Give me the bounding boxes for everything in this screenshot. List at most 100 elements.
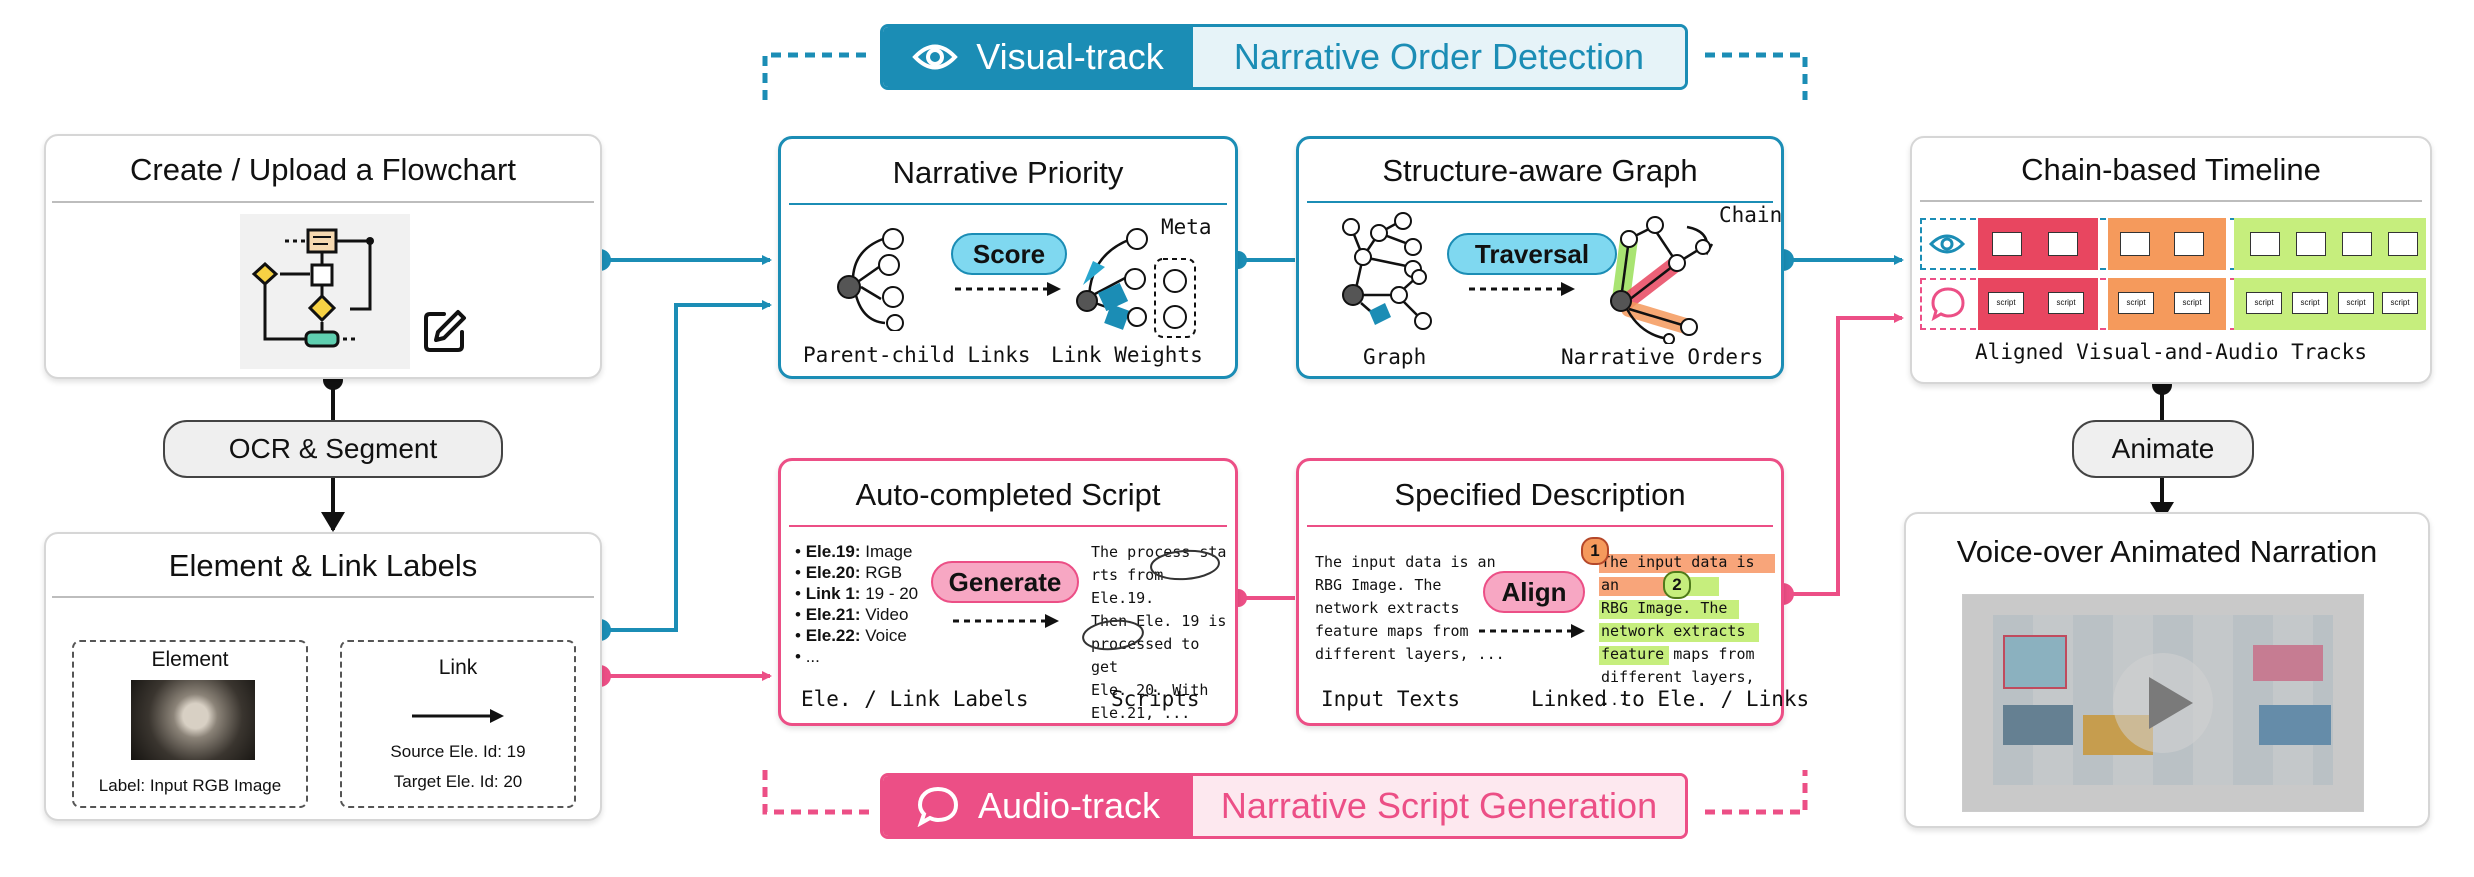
- element-example-box: Element Label: Input RGB Image: [72, 640, 308, 808]
- audio-chip: script: [2338, 292, 2374, 314]
- input-line: feature maps from: [1315, 622, 1469, 640]
- card-divider: [1307, 201, 1773, 203]
- generate-badge: Generate: [931, 561, 1079, 603]
- visual-track-label: Visual-track: [976, 36, 1164, 77]
- visual-track-tag: Visual-track: [883, 27, 1193, 87]
- visual-frame: [2174, 232, 2204, 256]
- ele-link-labels-caption: Ele. / Link Labels: [801, 687, 1029, 711]
- highlight-green: [1599, 600, 1739, 619]
- auto-script-card: Auto-completed Script • Ele.19: Image • …: [778, 458, 1238, 726]
- scripts-caption: Scripts: [1111, 687, 1200, 711]
- linked-caption: Linked to Ele. / Links: [1531, 687, 1810, 711]
- animate-step: Animate: [2072, 420, 2254, 478]
- visual-frame: [2120, 232, 2150, 256]
- highlight-green: [1599, 646, 1669, 665]
- priority-card-title: Narrative Priority: [892, 155, 1124, 190]
- flowchart-illustration: [240, 214, 410, 369]
- label-list: • Ele.19: Image • Ele.20: RGB • Link 1: …: [795, 541, 918, 667]
- input-line: The input data is an: [1315, 553, 1496, 571]
- edit-icon[interactable]: [422, 308, 468, 354]
- input-text: The input data is an RBG Image. The netw…: [1315, 551, 1505, 666]
- eye-icon: [912, 44, 959, 70]
- audio-chip: script: [2246, 292, 2282, 314]
- script-line: rts from Ele.19.: [1091, 566, 1164, 607]
- link-target-id: Target Ele. Id: 20: [393, 772, 523, 791]
- specified-description-card: Specified Description The input data is …: [1296, 458, 1809, 726]
- linked-line: The input data is an: [1601, 553, 1755, 594]
- graph-card-title: Structure-aware Graph: [1382, 153, 1698, 188]
- audio-track-tag: Audio-track: [883, 776, 1193, 836]
- audio-chip: script: [2048, 292, 2084, 314]
- audio-track-banner: Audio-track Narrative Script Generation: [880, 773, 1688, 839]
- chain-label: Chain: [1719, 203, 1783, 227]
- dashed-arrow: [1479, 624, 1585, 638]
- card-divider: [52, 201, 594, 203]
- upload-flowchart-card: Create / Upload a Flowchart: [44, 134, 602, 379]
- visual-frame: [2342, 232, 2372, 256]
- audio-chip: script: [2118, 292, 2154, 314]
- narrative-priority-card: Narrative Priority Score Meta Parent-chi…: [778, 136, 1238, 379]
- marker-1: 1: [1581, 537, 1609, 565]
- labels-card-title: Element & Link Labels: [168, 548, 478, 583]
- visual-frame: [2296, 232, 2326, 256]
- preview-block: [2259, 705, 2331, 745]
- timeline-caption: Aligned Visual-and-Audio Tracks: [1975, 340, 2367, 364]
- audio-chip: script: [2382, 292, 2418, 314]
- voiceover-card-title: Voice-over Animated Narration: [1956, 534, 2378, 569]
- black-flow-lines: [321, 380, 2174, 532]
- label-list-item: • Ele.19: Image: [795, 542, 913, 561]
- highlight-orange: [1599, 554, 1775, 573]
- input-line: different layers, ...: [1315, 645, 1505, 663]
- input-line: RBG Image. The: [1315, 576, 1442, 594]
- timeline-card-title: Chain-based Timeline: [2021, 152, 2321, 187]
- linked-line: network extracts: [1601, 622, 1746, 640]
- script-card-title: Auto-completed Script: [855, 477, 1161, 512]
- pink-flow-lines: [600, 313, 1904, 681]
- label-list-item: • Ele.22: Voice: [795, 626, 907, 645]
- graph-caption: Graph: [1363, 345, 1427, 369]
- graph-illustration: [1342, 212, 1432, 330]
- audio-bracket-dashes: [762, 770, 1808, 815]
- input-line: network extracts: [1315, 599, 1460, 617]
- video-preview[interactable]: [1962, 594, 2364, 812]
- linked-text: The input data is an RBG Image. The netw…: [1601, 551, 1781, 712]
- card-divider: [1920, 200, 2422, 202]
- align-badge: Align: [1483, 571, 1585, 613]
- audio-chip: script: [2292, 292, 2328, 314]
- score-badge: Score: [951, 233, 1067, 275]
- traversal-badge: Traversal: [1447, 233, 1617, 275]
- structure-graph-card: Structure-aware Graph Traversal: [1296, 136, 1784, 379]
- generated-script: The process sta rts from Ele.19. Then El…: [1091, 541, 1231, 725]
- parent-child-caption: Parent-child Links: [803, 343, 1031, 367]
- dashed-arrow: [955, 282, 1061, 296]
- script-line: Then Ele. 19 is: [1091, 612, 1227, 630]
- linked-line: different layers, ...: [1601, 668, 1755, 709]
- speech-bubble-icon: [917, 786, 958, 827]
- preview-block: [2003, 705, 2073, 745]
- dashed-arrow: [1469, 282, 1575, 296]
- voiceover-narration-card: Voice-over Animated Narration: [1904, 512, 2430, 828]
- script-line: Ele.21, ...: [1091, 704, 1191, 722]
- dashed-arrow: [953, 614, 1059, 628]
- play-icon[interactable]: [2111, 651, 2215, 755]
- eye-icon: [1928, 234, 1966, 254]
- label-list-item: • ...: [795, 647, 820, 666]
- script-line: Ele. 20. With: [1091, 681, 1209, 699]
- link-heading: Link: [438, 656, 478, 679]
- card-divider: [789, 203, 1227, 205]
- arrow-right-icon: [412, 709, 504, 723]
- script-line: The process sta: [1091, 543, 1227, 561]
- parent-child-graph: [837, 228, 904, 331]
- upload-card-title: Create / Upload a Flowchart: [130, 152, 516, 187]
- element-caption: Label: Input RGB Image: [98, 776, 282, 795]
- narrative-orders-graph: [1610, 216, 1714, 344]
- link-weights-graph: [1076, 228, 1196, 338]
- card-divider: [789, 525, 1227, 527]
- label-list-item: • Ele.21: Video: [795, 605, 909, 624]
- marker-2: 2: [1663, 571, 1691, 599]
- linked-line: RBG Image. The: [1601, 599, 1728, 617]
- visual-frame: [2048, 232, 2078, 256]
- label-list-item: • Ele.20: RGB: [795, 563, 903, 582]
- visual-frame: [2388, 232, 2418, 256]
- link-example-box: Link Source Ele. Id: 19 Target Ele. Id: …: [340, 640, 576, 808]
